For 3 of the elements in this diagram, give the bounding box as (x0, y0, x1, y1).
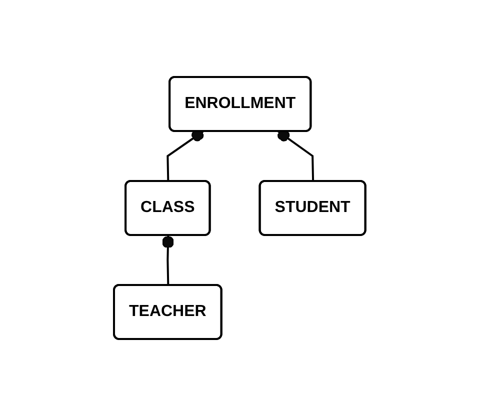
connector (162, 235, 174, 286)
connector (277, 129, 314, 182)
connector (166, 129, 204, 182)
